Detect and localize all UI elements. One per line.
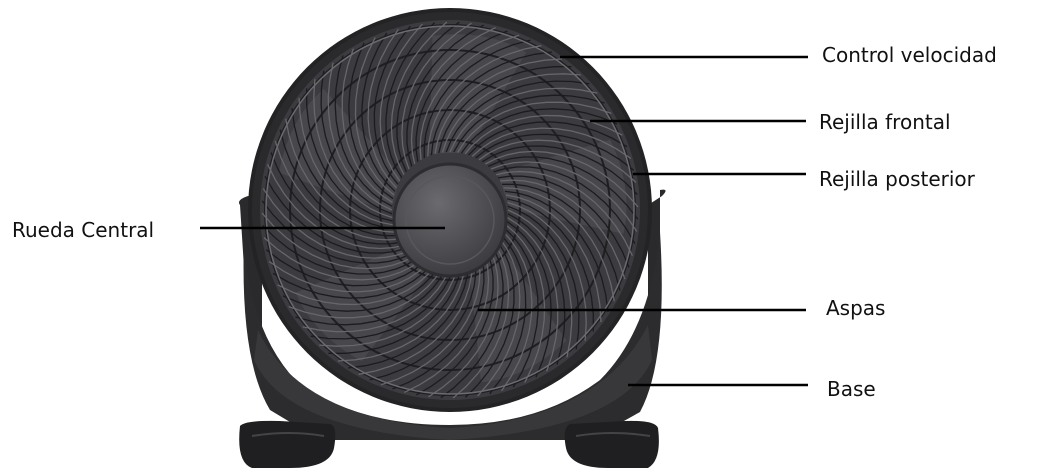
label-rueda-central: Rueda Central: [12, 218, 154, 242]
label-base: Base: [827, 377, 876, 401]
label-rejilla-frontal: Rejilla frontal: [819, 110, 951, 134]
label-control-velocidad: Control velocidad: [822, 43, 997, 67]
central-hub: [394, 164, 506, 276]
label-rejilla-posterior: Rejilla posterior: [819, 167, 975, 191]
label-aspas: Aspas: [826, 296, 885, 320]
